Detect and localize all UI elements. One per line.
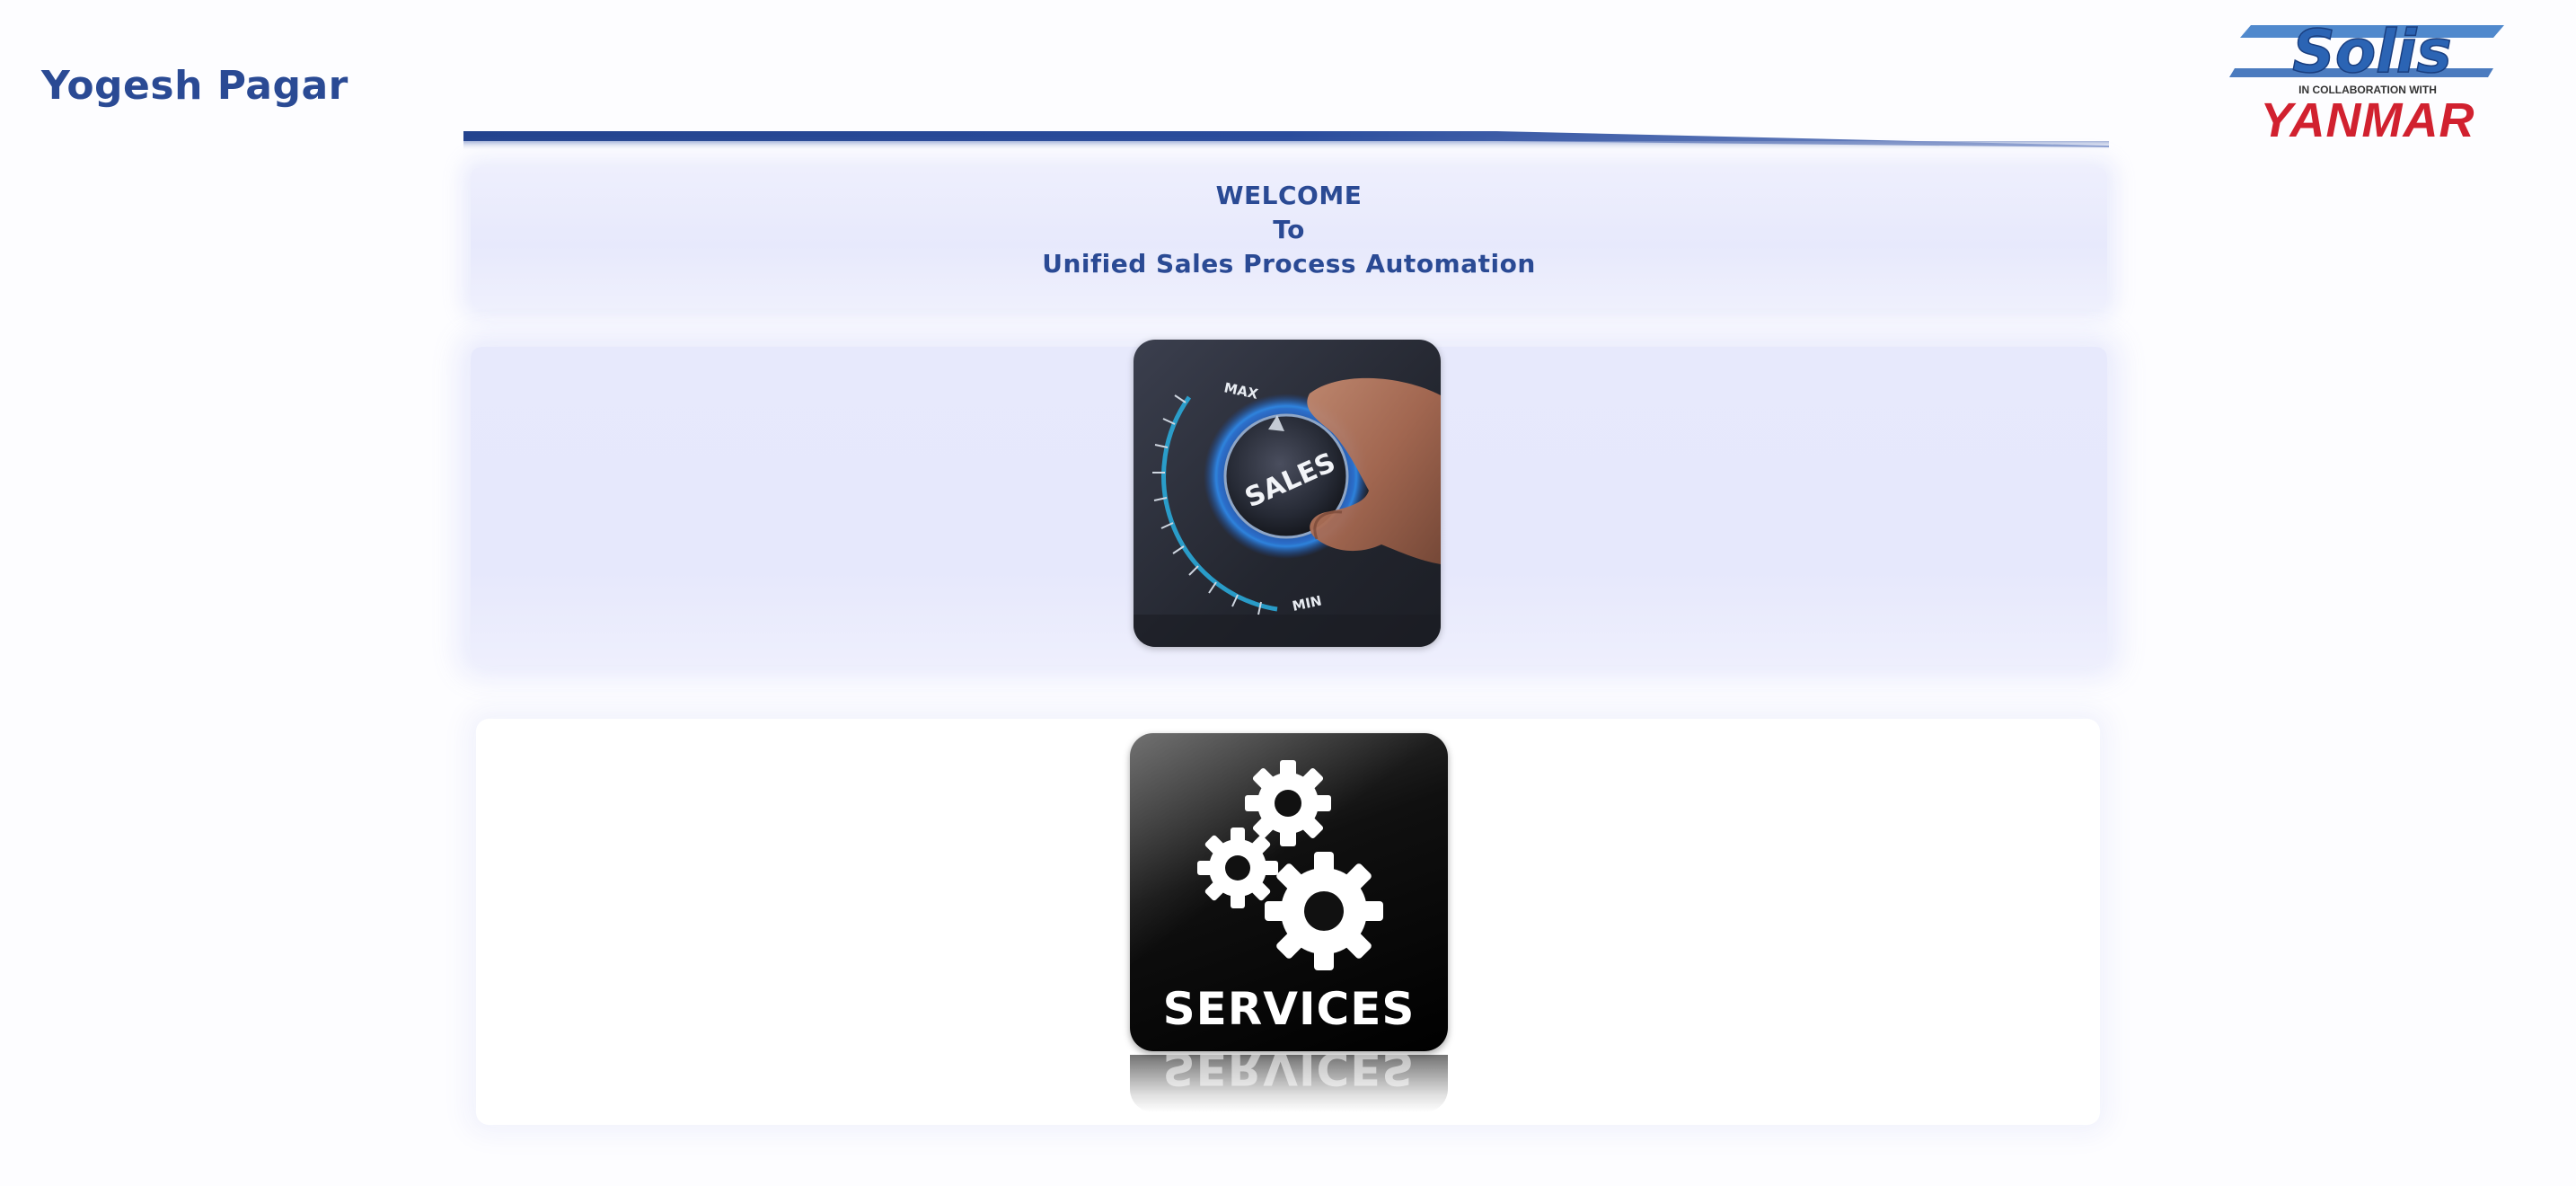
header-divider <box>463 131 2109 151</box>
logo-brand: Solis <box>2292 17 2451 86</box>
gears-icon <box>1130 733 1448 970</box>
logo-tagline: IN COLLABORATION WITH <box>2298 84 2437 96</box>
sales-dial-icon: MAX MIN SALES <box>1134 377 1441 647</box>
services-reflection-label: SERVICES <box>1162 1055 1416 1094</box>
sales-module-button[interactable]: MAX MIN SALES <box>1134 340 1441 647</box>
welcome-banner: WELCOME To Unified Sales Process Automat… <box>471 167 2107 309</box>
services-label: SERVICES <box>1162 983 1416 1035</box>
dial-max-label: MAX <box>1222 379 1259 403</box>
sales-module-panel: MAX MIN SALES <box>471 340 2107 665</box>
welcome-title: WELCOME <box>1215 181 1363 210</box>
services-tile-reflection: SERVICES <box>1130 1055 1448 1112</box>
logo-swoosh-lower <box>2229 68 2493 77</box>
services-module-panel: SERVICES SERVICES <box>476 719 2100 1125</box>
services-module-button[interactable]: SERVICES <box>1130 733 1448 1051</box>
solis-yanmar-logo: Solis IN COLLABORATION WITH YANMAR <box>2229 16 2504 147</box>
welcome-app-name: Unified Sales Process Automation <box>1042 249 1536 279</box>
logo-swoosh <box>2240 25 2504 38</box>
dial-min-label: MIN <box>1291 592 1323 614</box>
logo-partner: YANMAR <box>2261 93 2475 147</box>
user-name: Yogesh Pagar <box>41 63 348 109</box>
welcome-connector: To <box>1273 215 1305 244</box>
